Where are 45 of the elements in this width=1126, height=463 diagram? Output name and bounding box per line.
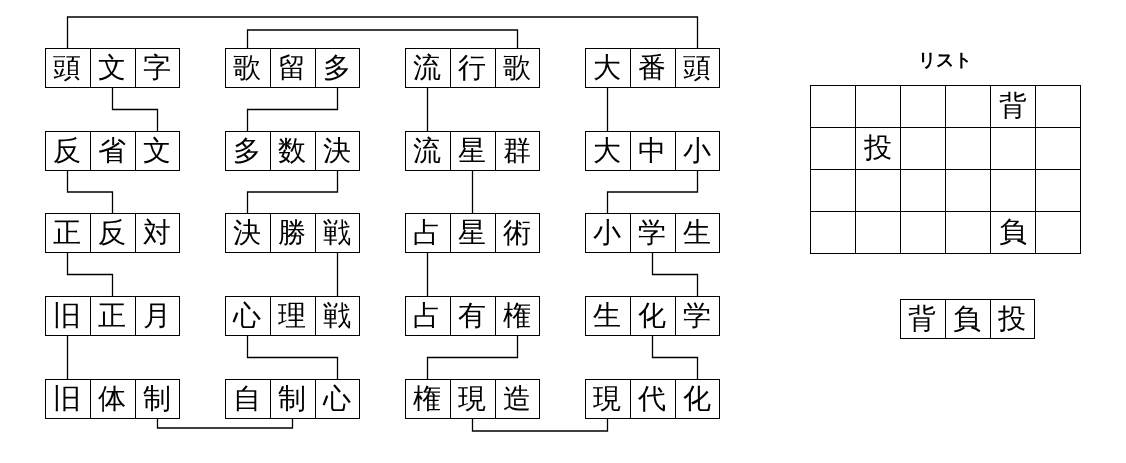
- connector-line: [471, 170, 474, 214]
- connector-line: [246, 335, 339, 380]
- connector-line: [426, 335, 519, 380]
- connector-line: [66, 252, 114, 297]
- connector-line: [606, 170, 699, 214]
- word-box: 旧正月: [45, 296, 180, 336]
- connector-line: [156, 418, 294, 429]
- word-box: 占星術: [405, 213, 540, 253]
- grid-character: 投: [862, 130, 893, 166]
- word-box: 正反対: [45, 213, 180, 253]
- connector-line: [651, 335, 699, 380]
- connector-line: [336, 252, 339, 297]
- word-box: 権現造: [405, 379, 540, 419]
- connector-line: [471, 418, 609, 432]
- word-box: 心理戦: [225, 296, 360, 336]
- word-box: 現代化: [585, 379, 720, 419]
- connector-line: [246, 87, 339, 132]
- word-box: 多数決: [225, 131, 360, 171]
- connector-line: [426, 87, 429, 132]
- connector-line: [66, 170, 114, 214]
- grid-title: リスト: [917, 48, 973, 72]
- word-box: 背負投: [900, 299, 1035, 339]
- connector-line: [246, 29, 519, 49]
- word-box: 大番頭: [585, 48, 720, 88]
- word-box: 流星群: [405, 131, 540, 171]
- word-box: 生化学: [585, 296, 720, 336]
- grid-character: 背: [997, 88, 1028, 124]
- word-box: 自制心: [225, 379, 360, 419]
- word-box: 旧体制: [45, 379, 180, 419]
- word-box: 小学生: [585, 213, 720, 253]
- word-box: 頭文字: [45, 48, 180, 88]
- word-box: 歌留多: [225, 48, 360, 88]
- word-box: 占有権: [405, 296, 540, 336]
- word-box: 大中小: [585, 131, 720, 171]
- connector-line: [606, 87, 609, 132]
- connector-line: [66, 16, 699, 49]
- grid-character: 負: [997, 214, 1028, 250]
- connector-line: [651, 252, 699, 297]
- word-box: 流行歌: [405, 48, 540, 88]
- word-box: 決勝戦: [225, 213, 360, 253]
- connector-line: [426, 252, 429, 297]
- connector-line: [111, 87, 159, 132]
- connector-line: [246, 170, 339, 214]
- word-box: 反省文: [45, 131, 180, 171]
- connector-line: [66, 335, 69, 380]
